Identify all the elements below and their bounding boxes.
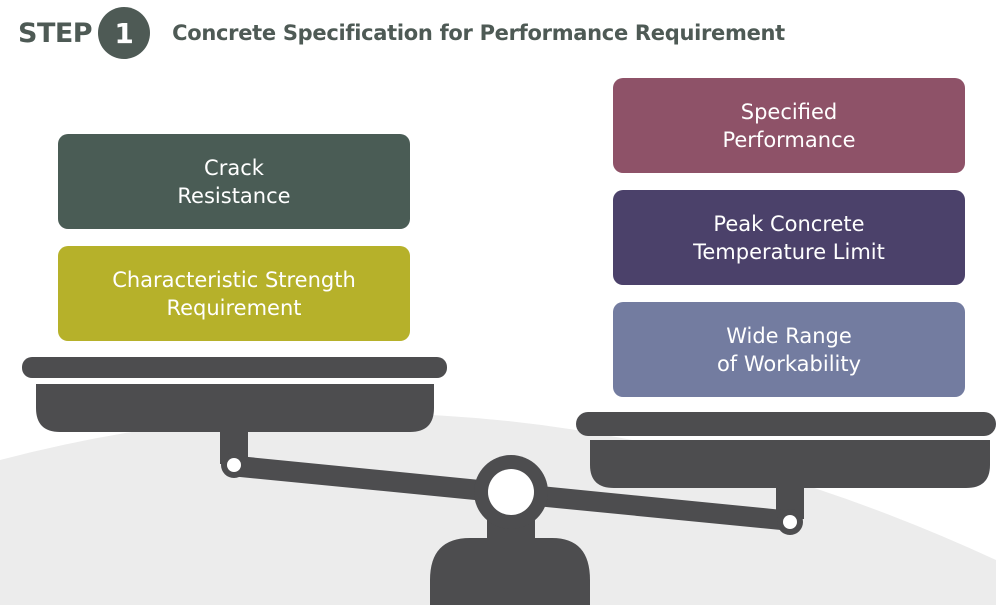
scale-pivot-hole bbox=[488, 469, 534, 515]
box-line: Peak Concrete bbox=[713, 211, 865, 236]
step-title: Concrete Specification for Performance R… bbox=[172, 21, 785, 45]
left-pan-bowl bbox=[36, 384, 434, 432]
box-line: Wide Range bbox=[726, 323, 852, 348]
left-joint-hole bbox=[227, 458, 241, 472]
right-pan-bowl bbox=[590, 440, 990, 488]
right-pan-rim bbox=[576, 412, 996, 436]
box-line: Performance bbox=[722, 127, 856, 152]
step-number-badge: 1 bbox=[98, 7, 151, 59]
left-box-characteristic-strength: Characteristic Strength Requirement bbox=[58, 246, 410, 341]
right-joint-hole bbox=[783, 515, 797, 529]
right-box-specified-performance: Specified Performance bbox=[613, 78, 965, 173]
step-header: STEP 1 Concrete Specification for Perfor… bbox=[18, 7, 785, 59]
box-line: Requirement bbox=[166, 295, 302, 320]
left-box-crack-resistance: Crack Resistance bbox=[58, 134, 410, 229]
step-label: STEP bbox=[18, 17, 93, 49]
box-line: Temperature Limit bbox=[693, 239, 885, 264]
right-box-peak-temperature: Peak Concrete Temperature Limit bbox=[613, 190, 965, 285]
scale-base bbox=[430, 538, 590, 605]
box-line: Resistance bbox=[177, 183, 291, 208]
box-line: Characteristic Strength bbox=[112, 267, 356, 292]
left-pan-rim bbox=[22, 357, 447, 378]
box-line: Specified bbox=[740, 99, 838, 124]
right-box-wide-workability: Wide Range of Workability bbox=[613, 302, 965, 397]
box-line: Crack bbox=[204, 155, 264, 180]
box-line: of Workability bbox=[716, 351, 862, 376]
